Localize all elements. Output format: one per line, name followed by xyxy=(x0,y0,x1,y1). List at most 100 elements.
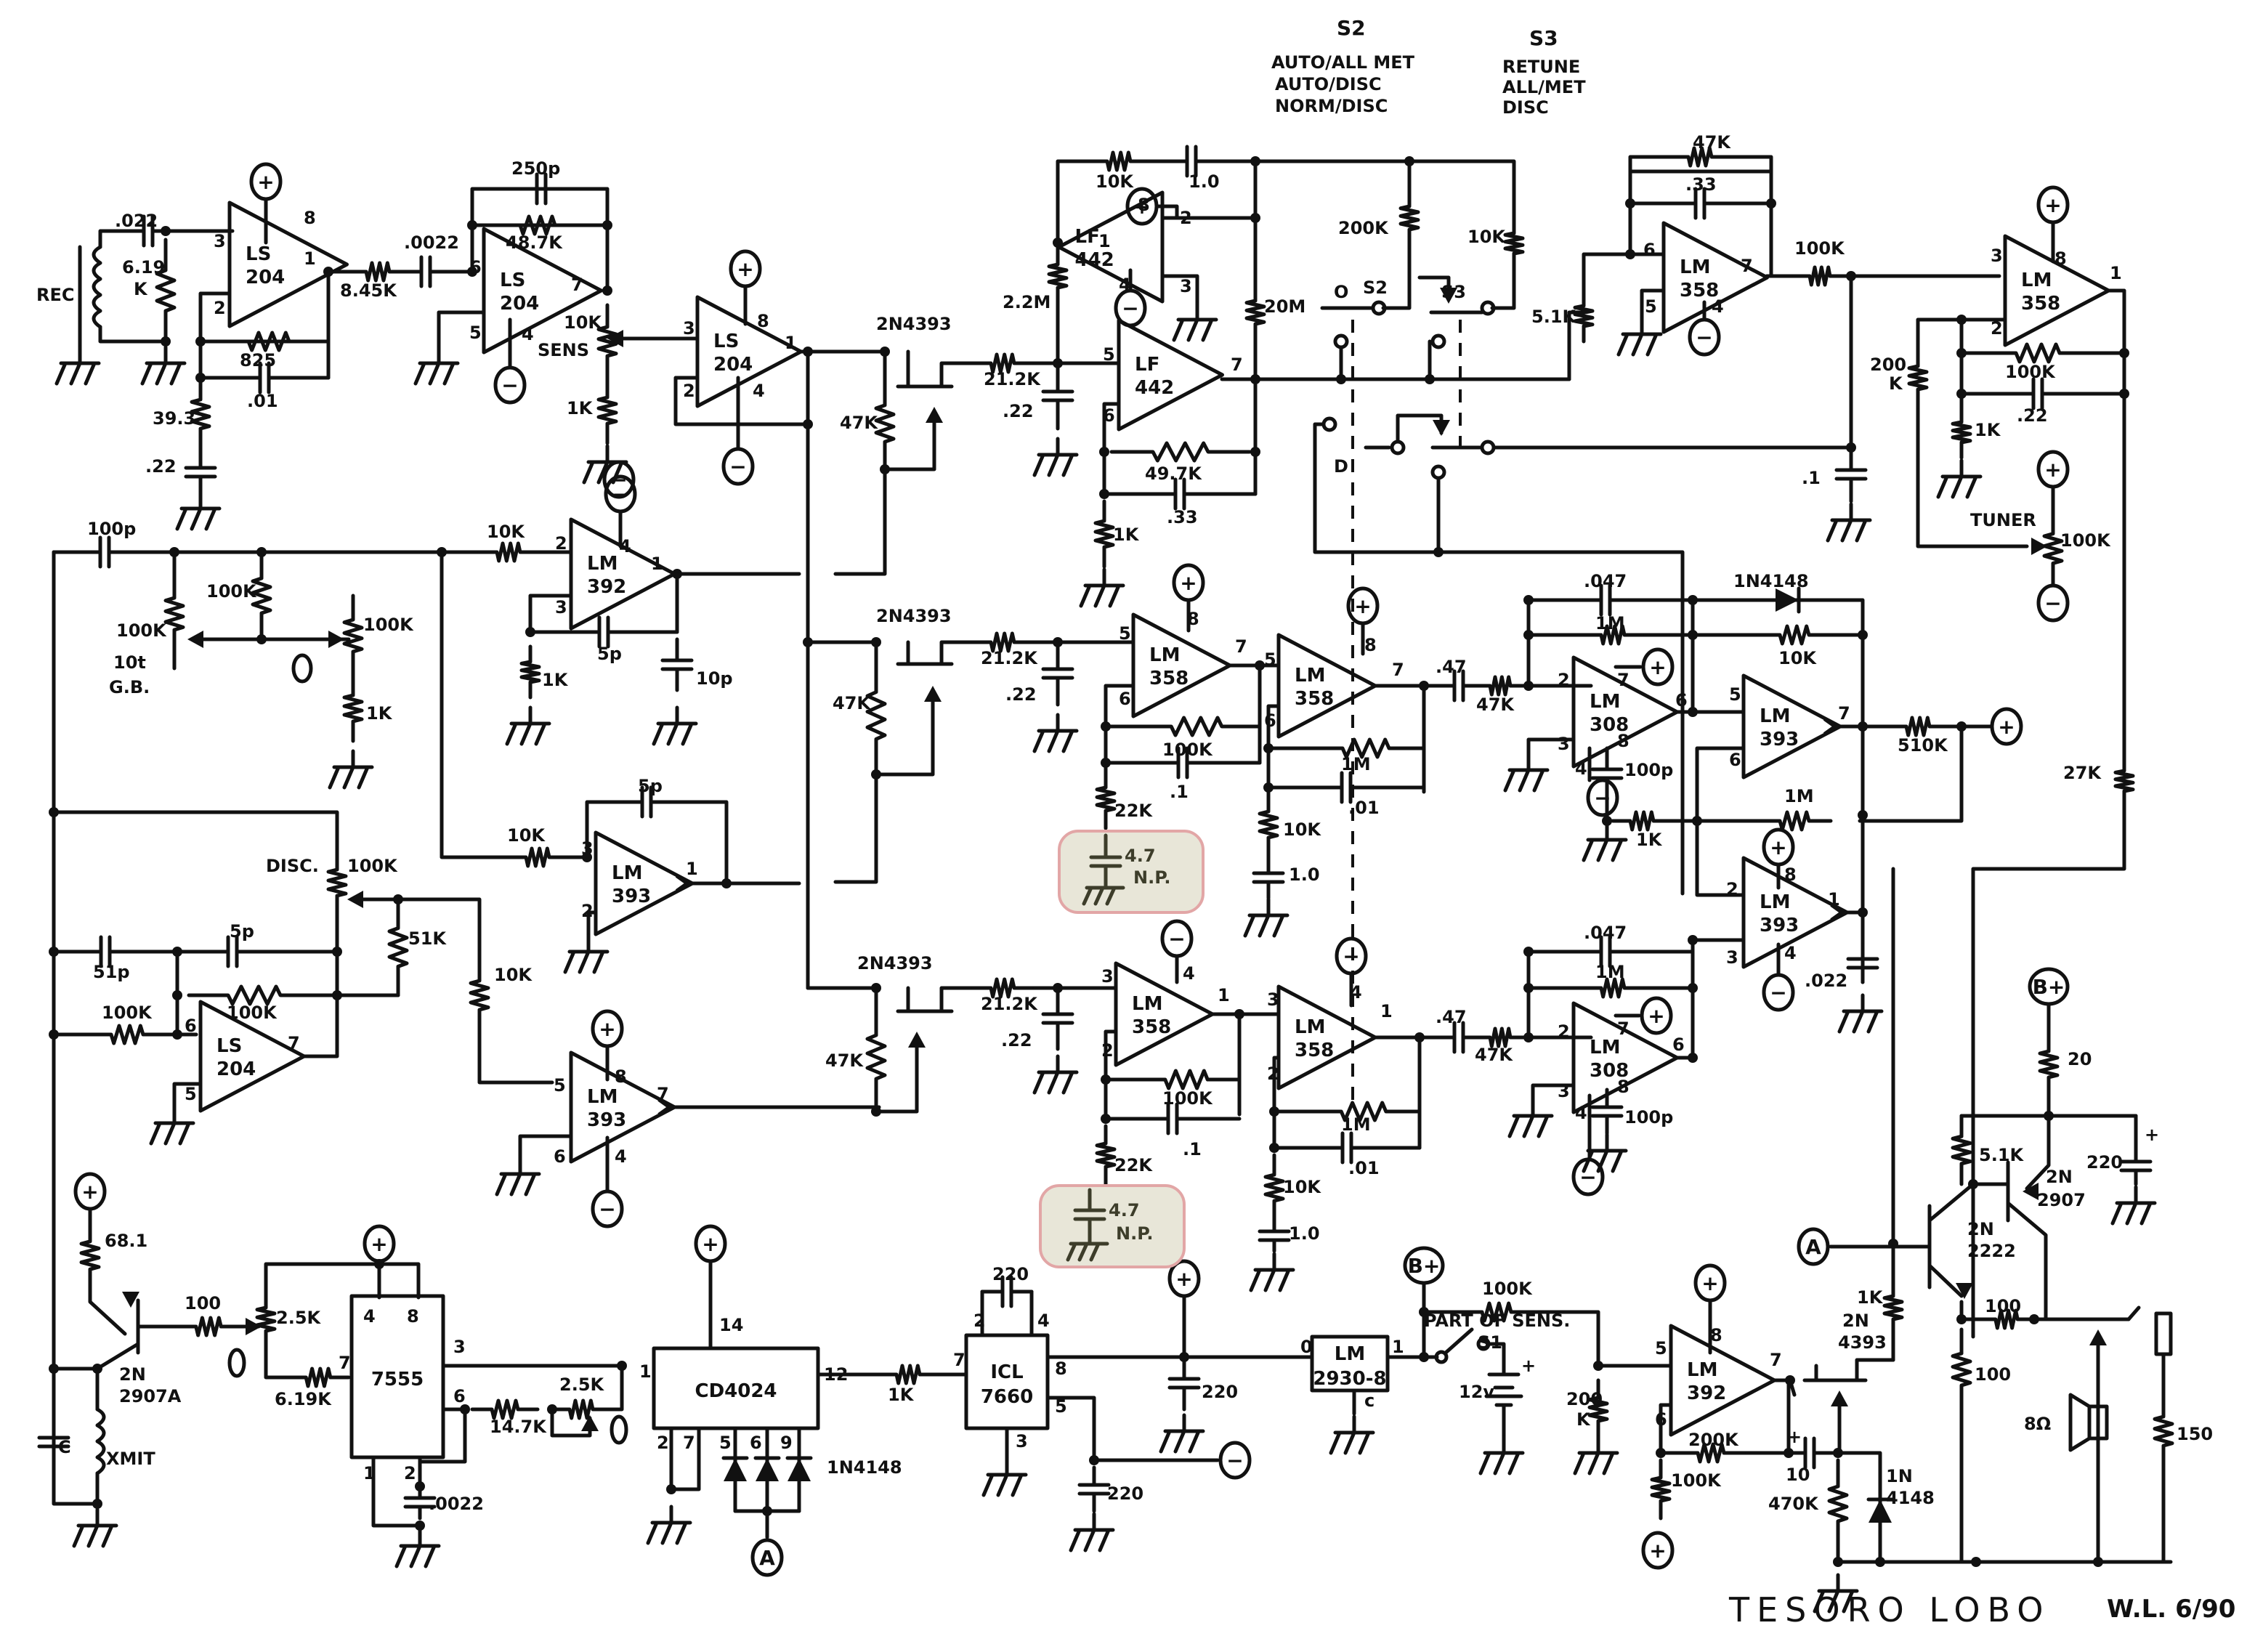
s2-position-2: AUTO/DISC xyxy=(1275,74,1382,94)
s1-contact xyxy=(1434,1350,1449,1364)
rail-symbol: + xyxy=(599,1017,615,1041)
rail-symbol: + xyxy=(1770,835,1786,859)
label: 10K xyxy=(1096,171,1134,192)
label: 22K xyxy=(1114,801,1153,821)
label: 1.0 xyxy=(1289,1223,1320,1244)
label: SENS xyxy=(538,340,589,360)
wire xyxy=(1582,252,1632,293)
wire xyxy=(806,349,887,380)
ground-icon xyxy=(1032,713,1079,753)
r-47k-fb xyxy=(1669,146,1731,168)
wire xyxy=(172,1082,203,1111)
ground-icon xyxy=(582,444,628,485)
label: 220 xyxy=(1107,1483,1143,1504)
wire xyxy=(371,1455,422,1528)
label: 100 xyxy=(1985,1296,2021,1316)
label: 2.5K xyxy=(276,1308,322,1328)
c-10p xyxy=(660,637,694,692)
r-200k-bp xyxy=(1587,1378,1609,1441)
label: 5 xyxy=(185,1084,197,1104)
ground-hatch xyxy=(1503,768,1550,793)
label: 6 xyxy=(1655,1409,1667,1430)
rail-circle xyxy=(1797,1227,1830,1266)
wire xyxy=(470,223,610,293)
wire xyxy=(440,550,511,859)
junction-dot xyxy=(666,1484,676,1494)
op-amp-part-number: 358 xyxy=(2021,293,2060,315)
wire xyxy=(1444,1327,1474,1355)
label: 2 xyxy=(1267,1064,1279,1084)
wire xyxy=(585,800,627,859)
op-amp-part-number: 204 xyxy=(216,1058,256,1080)
positive-rail-icon: + xyxy=(2036,185,2070,224)
positive-rail-icon: + xyxy=(1693,1263,1727,1303)
r-47k-c xyxy=(865,1000,887,1114)
q1-label: 2N4393 xyxy=(876,314,952,334)
r-22k-c xyxy=(1095,1124,1117,1186)
positive-rail-icon: + xyxy=(2036,450,2070,489)
diode-1n4148-b1 xyxy=(721,1426,749,1513)
wire xyxy=(1045,1396,1096,1462)
c-33 xyxy=(1102,477,1258,511)
op-amp-part-prefix: LM xyxy=(1760,705,1790,727)
op-amp-body xyxy=(695,295,803,408)
label: .22 xyxy=(145,456,177,477)
label: 3 xyxy=(1101,966,1114,987)
label: 10K xyxy=(1283,819,1321,840)
wire xyxy=(470,187,610,227)
ground-hatch xyxy=(1079,583,1125,608)
label: 100K xyxy=(227,1003,278,1023)
rail-circle xyxy=(604,474,637,514)
rail-symbol: + xyxy=(81,1180,98,1204)
label: .33 xyxy=(1167,507,1198,527)
r-21-2k-b xyxy=(971,631,1034,653)
op-amp-part-number: 204 xyxy=(713,354,753,376)
label: K xyxy=(1576,1409,1591,1430)
wire xyxy=(264,1346,290,1380)
rail-symbol: + xyxy=(1133,195,1150,219)
label: 2 xyxy=(1101,1040,1114,1061)
ground-icon xyxy=(1936,458,1983,499)
ground-hatch xyxy=(413,361,460,386)
label: .0022 xyxy=(404,232,459,253)
label: 1 xyxy=(639,1361,652,1382)
ground-icon xyxy=(1573,1435,1619,1475)
label: 2907 xyxy=(2037,1190,2086,1210)
label: 1K xyxy=(542,670,569,690)
label: 2222 xyxy=(1967,1241,2016,1261)
label: 8 xyxy=(1617,1077,1629,1097)
label: 2 xyxy=(1991,318,2003,339)
rail-symbol: + xyxy=(1175,1267,1192,1291)
s2-position-3: NORM/DISC xyxy=(1275,96,1388,116)
wire xyxy=(88,1288,127,1336)
op-amp-part-prefix: LM xyxy=(1132,993,1162,1015)
rail-symbol: − xyxy=(1770,981,1786,1005)
rail-circle xyxy=(1167,1259,1201,1298)
label: 100p xyxy=(87,519,136,539)
s3-label: S3 xyxy=(1441,282,1466,302)
label: + xyxy=(1787,1427,1802,1447)
label: XMIT xyxy=(106,1449,155,1469)
switch-legend: S2 AUTO/ALL MET AUTO/DISC NORM/DISC S3 R… xyxy=(1271,16,1586,118)
r-5-1k-q xyxy=(1951,1114,1972,1186)
r-49-7k xyxy=(1109,441,1252,463)
junction-dot xyxy=(2119,389,2129,399)
ground-icon xyxy=(1507,1098,1554,1138)
headphone-jack-icon xyxy=(2154,1311,2173,1356)
r-10k-393 xyxy=(506,846,569,868)
r-1m-e xyxy=(1582,977,1644,999)
q7-emitter-arrow xyxy=(2023,1183,2039,1200)
c-5p-393 xyxy=(623,785,671,819)
junction-dot xyxy=(1956,389,1967,399)
label: 7 xyxy=(1231,355,1243,375)
r-6-19k xyxy=(286,1366,351,1388)
rail-symbol: − xyxy=(1696,325,1712,349)
s3-contact-2 xyxy=(1430,333,1446,349)
r-10k-s xyxy=(1503,216,1525,271)
c-220-b xyxy=(1167,1355,1201,1412)
ground-hatch xyxy=(1069,1528,1115,1552)
s3-position-3: DISC xyxy=(1502,97,1549,118)
